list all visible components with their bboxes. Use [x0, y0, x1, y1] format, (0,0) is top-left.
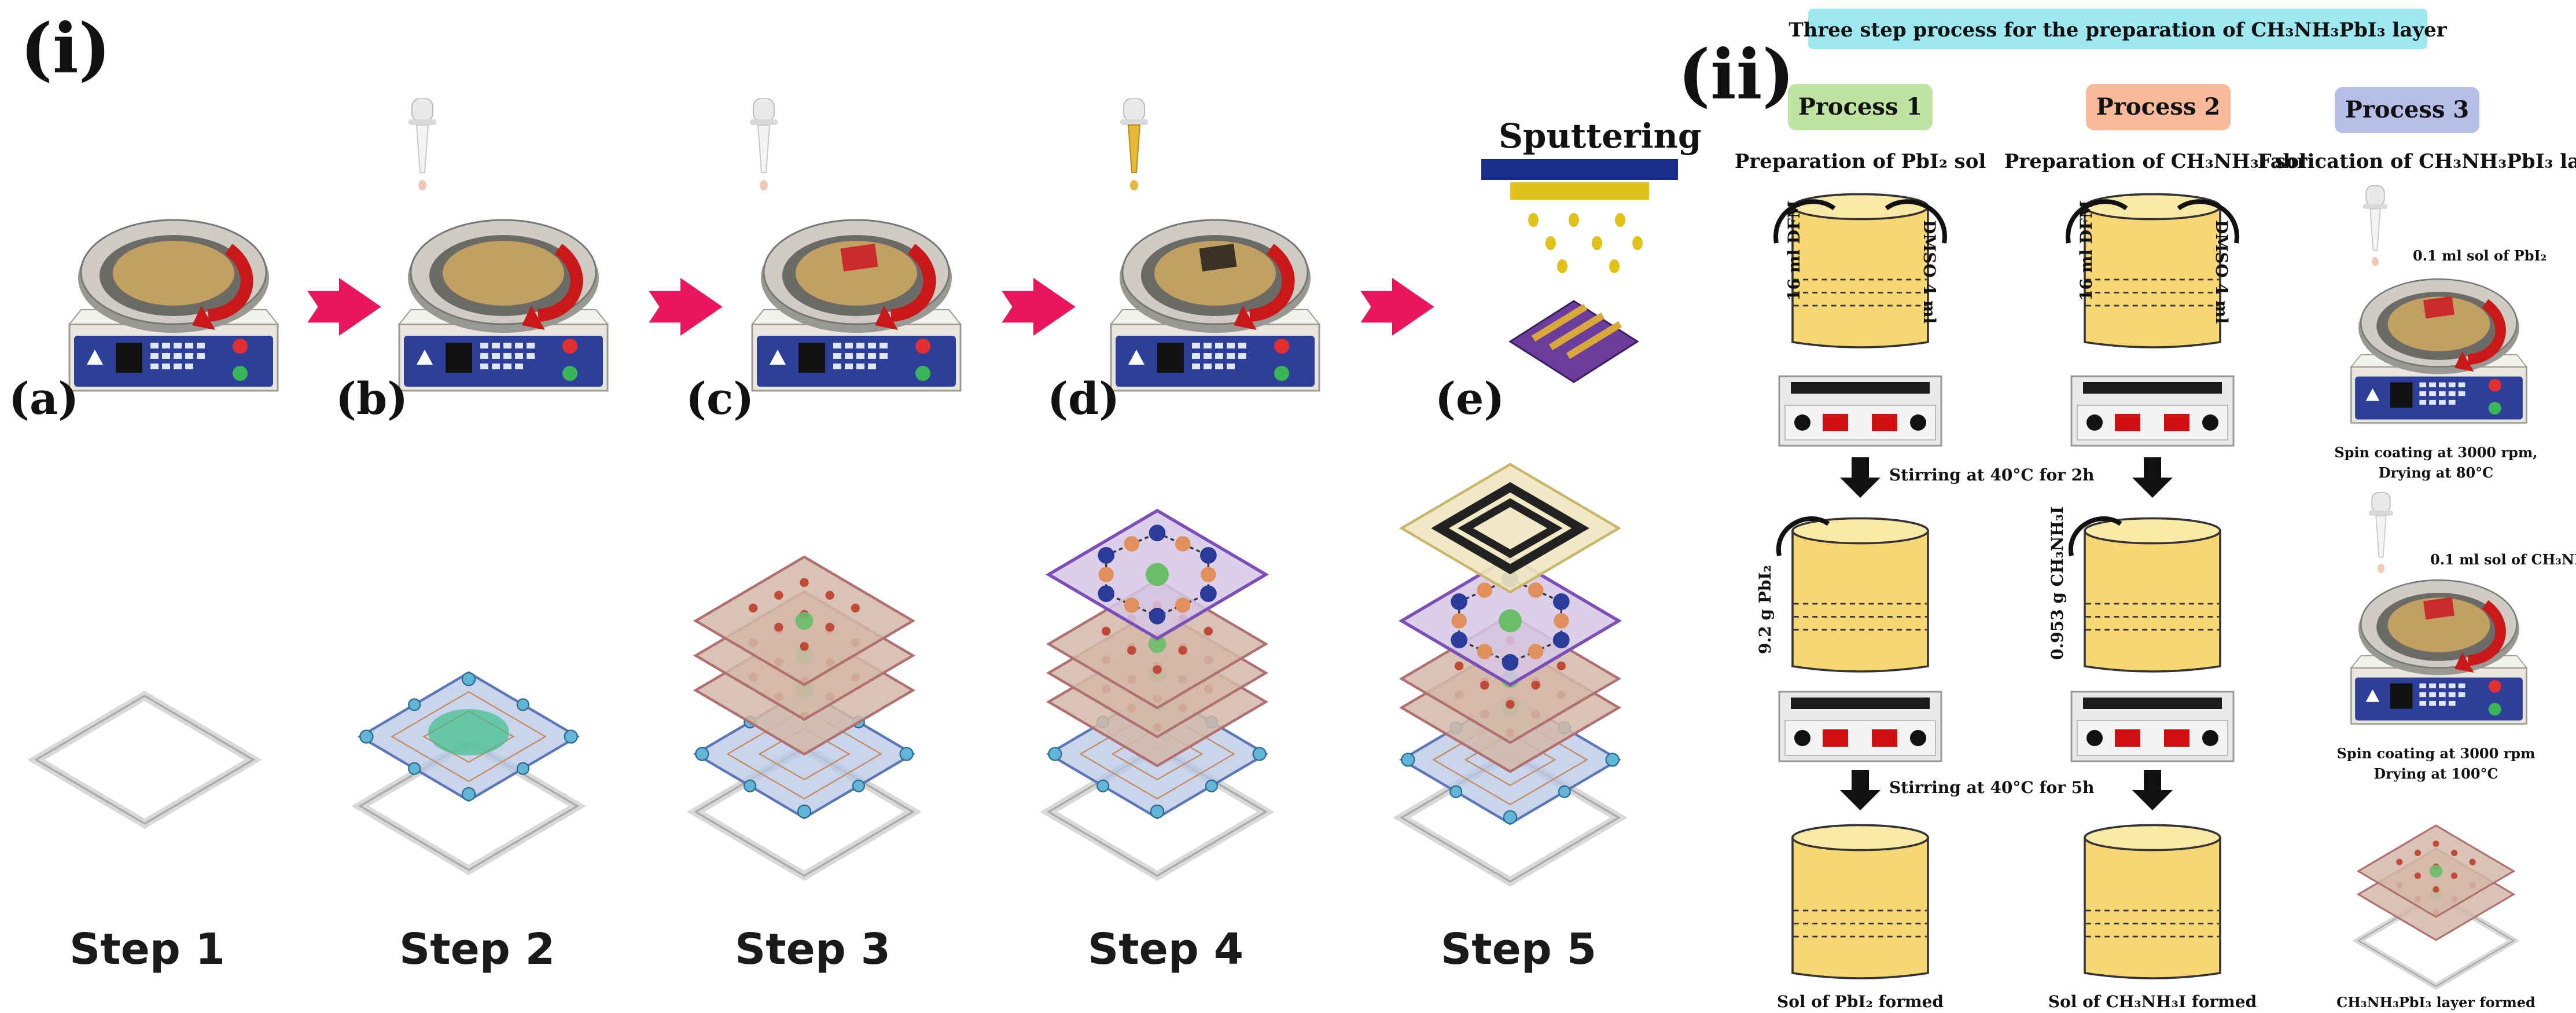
process-1-dmso-label: DMSO 4 ml	[1920, 220, 1939, 324]
process-3-red-film-2	[2423, 597, 2454, 620]
process-1-beaker-mid	[1791, 517, 1929, 673]
process-1-result: Sol of PbI₂ formed	[1777, 992, 1944, 1011]
step-label-1: Step 1	[69, 924, 225, 974]
process-3-title: Process 3	[2345, 96, 2469, 123]
process-1-down-arrow-2	[1840, 770, 1881, 810]
process-1-subtitle: Preparation of PbI₂ sol	[1735, 150, 1986, 173]
step-label-4: Step 4	[1088, 924, 1243, 974]
device-label-b: (b)	[336, 373, 408, 424]
step-label-2: Step 2	[399, 924, 555, 974]
arrow-icon-de	[1360, 278, 1434, 336]
red-film-sample-c	[840, 244, 878, 271]
process-3-spin-2-a: Spin coating at 3000 rpm	[2337, 745, 2535, 762]
process-3-box	[2335, 87, 2479, 133]
spin-coater-a	[69, 220, 278, 391]
device-label-c: (c)	[686, 373, 754, 424]
process-2-down-arrow-1	[2132, 457, 2173, 498]
banner-box	[1808, 9, 2427, 49]
spin-coater-d	[1111, 220, 1319, 391]
dark-film-sample-d	[1199, 244, 1237, 271]
dropper-icon-b	[408, 98, 437, 191]
process-2-pour-left	[2066, 199, 2128, 244]
process-1-hotplate-top	[1778, 375, 1942, 447]
process-1-down-arrow-1	[1840, 457, 1881, 498]
process-2-hotplate-mid	[2070, 691, 2235, 762]
process-2-pour-right	[2177, 199, 2239, 244]
device-label-d: (d)	[1047, 373, 1120, 424]
process-3-spin-2-b: Drying at 100°C	[2373, 765, 2498, 782]
step-label-5: Step 5	[1441, 924, 1596, 974]
spin-coater-b	[399, 220, 608, 391]
sputtering-label: Sputtering	[1499, 116, 1701, 156]
process-1-pbi2-amount: 9.2 g PbI₂	[1756, 565, 1775, 654]
process-1-add-arrow	[1776, 516, 1830, 556]
dropper-icon-c	[749, 98, 778, 191]
process-2-dmso-label: DMSO 4 ml	[2212, 220, 2231, 324]
process-1-box	[1788, 84, 1933, 130]
stack-4-lattice-layer	[1048, 511, 1265, 638]
process-1-dfm-label: 16 ml DFM	[1784, 200, 1804, 301]
dropper-icon-d	[1120, 98, 1149, 191]
process-1-beaker-top	[1791, 193, 1929, 348]
arrow-icon-cd	[1002, 278, 1076, 336]
process-2-beaker-final	[2084, 824, 2221, 979]
stack-5-electrode-layer	[1401, 464, 1618, 592]
process-1-beaker-final	[1791, 824, 1929, 979]
panel-i-label: (i)	[20, 8, 111, 89]
device-label-a: (a)	[9, 373, 79, 424]
device-label-e: (e)	[1435, 373, 1504, 424]
process-2-beaker-top	[2084, 193, 2221, 348]
process-3-spin-1-a: Spin coating at 3000 rpm,	[2334, 444, 2537, 461]
process-3-subtitle: Fabrication of CH₃NH₃PbI₃ layer	[2257, 150, 2576, 173]
process-3-drop-2: 0.1 ml sol of CH₃NH₃I	[2430, 551, 2576, 568]
sputter-target	[1481, 159, 1678, 180]
arrow-icon-ab	[307, 278, 381, 336]
process-1-title: Process 1	[1798, 93, 1922, 120]
spin-coater-c	[752, 220, 961, 391]
process-1-stir-2: Stirring at 40°C for 5h	[1889, 778, 2095, 797]
process-2-box	[2086, 84, 2231, 130]
process-2-subtitle: Preparation of CH₃NH₃I sol	[2004, 150, 2307, 173]
process-2-hotplate-top	[2070, 375, 2235, 447]
sputter-source	[1510, 182, 1649, 200]
process-1-hotplate-mid	[1778, 691, 1942, 762]
banner-title: Three step process for the preparation o…	[1789, 19, 2447, 42]
process-3-spin-1-b: Drying at 80°C	[2379, 464, 2494, 481]
sputter-particles	[1528, 213, 1643, 273]
process-2-dfm-label: 16 ml DFM	[2077, 200, 2096, 301]
sputtered-device	[1508, 300, 1639, 383]
process-2-title: Process 2	[2096, 93, 2220, 120]
process-3-drop-1: 0.1 ml sol of PbI₂	[2413, 247, 2546, 264]
process-2-down-arrow-2	[2132, 770, 2173, 810]
stack-1-substrate	[36, 696, 253, 824]
process-3-dropper-icon-2	[2368, 492, 2394, 574]
process-1-stir-1: Stirring at 40°C for 2h	[1889, 465, 2095, 485]
process-2-mai-amount: 0.953 g CH₃NH₃I	[2048, 506, 2067, 660]
panel-ii-label: (ii)	[1678, 34, 1794, 115]
process-2-result: Sol of CH₃NH₃I formed	[2048, 992, 2257, 1011]
process-1-pour-right	[1885, 199, 1947, 244]
arrow-icon-bc	[649, 278, 723, 336]
process-2-beaker-mid	[2084, 517, 2221, 673]
process-2-add-arrow	[2068, 516, 2122, 556]
process-3-result: CH₃NH₃PbI₃ layer formed	[2336, 994, 2535, 1011]
stack-2-green-core	[428, 709, 509, 755]
process-3-red-film-1	[2423, 296, 2454, 319]
process-1-pour-left	[1773, 199, 1836, 244]
step-label-3: Step 3	[735, 924, 890, 974]
process-3-dropper-icon-1	[2362, 185, 2388, 267]
